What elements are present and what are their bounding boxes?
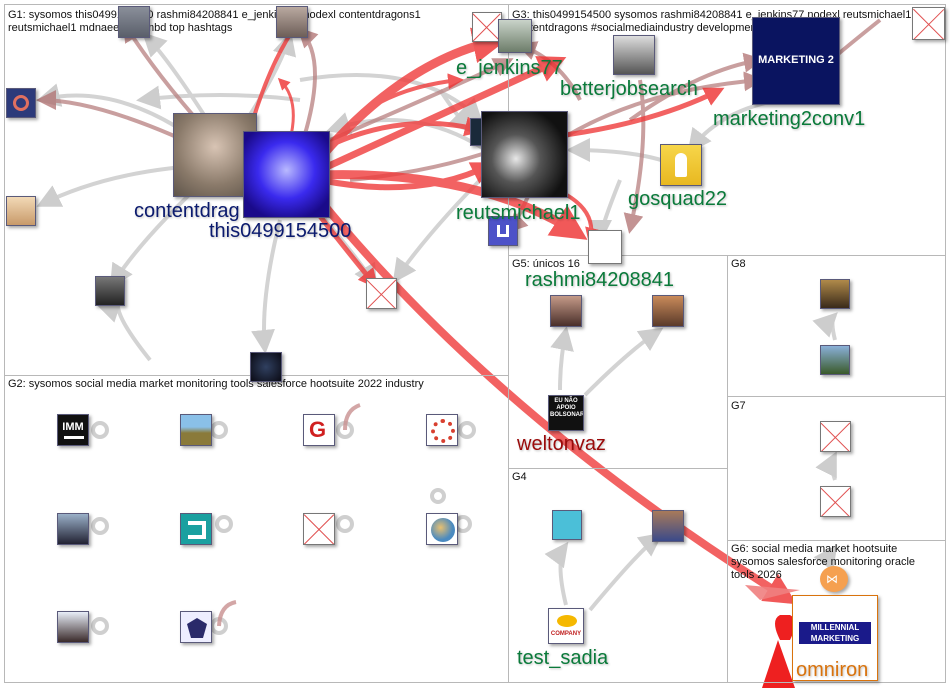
node-e-jenkins77[interactable] [498,19,532,53]
group-label-g2: G2: sysomos social media market monitori… [8,378,424,390]
group-label-g3: G3: this0499154500 sysomos rashmi8420884… [512,9,912,34]
dumbbell-icon [64,436,84,439]
group-label-g6: G6: social media market hootsuite sysomo… [731,543,916,581]
group-box-g6 [727,540,946,683]
group-label-g1: G1: sysomos this0499154500 rashmi8420884… [8,9,421,34]
node-red-g-logo[interactable]: G [303,414,335,446]
group-label-g4: G4 [512,471,527,483]
node-rashmi-thumb[interactable] [550,295,582,327]
gosquad-figure-icon [675,153,687,177]
node-this0499154500[interactable] [243,131,330,218]
node-gosquad22[interactable] [660,144,702,186]
label-rashmi84208841: rashmi84208841 [525,269,674,291]
bracket-logo-icon [497,225,509,237]
node-crest[interactable] [180,611,212,643]
group-label-g7: G7 [731,400,746,412]
globe-icon [431,518,455,542]
node-weltonvaz[interactable]: EU NÃO APOIO BOLSONARO [548,395,584,431]
node-omniron[interactable]: MILLENNIAL MARKETING [792,595,878,681]
label-marketing2conv1: marketing2conv1 [713,108,866,130]
label-this0499154500: this0499154500 [209,220,352,242]
node-g2-missing[interactable] [303,513,335,545]
crest-icon [187,618,207,638]
node-missing-image-2[interactable] [366,278,397,309]
gear-icon [431,419,455,443]
millennial-logo-text: MILLENNIAL MARKETING [799,622,871,644]
marketing2-logo-text: MARKETING 2 [758,54,834,66]
node-teal-thumb[interactable] [552,510,582,540]
label-weltonvaz: weltonvaz [517,433,606,455]
eu-nao-apoio-text: EU NÃO APOIO BOLSONARO [550,398,584,418]
node-top-left-thumb[interactable] [118,6,150,38]
node-g7-missing-1[interactable] [820,421,851,452]
node-missing-image-3[interactable] [912,7,945,40]
teal-logo-icon [188,521,206,539]
node-landscape[interactable] [180,414,212,446]
company-logo-text: COMPANY [550,631,582,637]
group-label-g5: G5: únicos 16 [512,258,580,270]
node-man-portrait[interactable] [57,611,89,643]
node-bearded-man[interactable] [652,295,684,327]
node-imm[interactable]: IMM [57,414,89,446]
node-blue-logo[interactable] [488,216,518,246]
label-omniron: omniron [796,659,869,681]
bowtie-icon: ⋈ [826,572,838,586]
node-woman-thumb[interactable] [6,196,36,226]
node-teal-logo[interactable] [180,513,212,545]
node-reutsmichael1[interactable] [481,111,568,198]
node-g8-thumb-1[interactable] [820,279,850,309]
node-g8-thumb-2[interactable] [820,345,850,375]
node-red-gear[interactable] [426,414,458,446]
label-betterjobsearch: betterjobsearch [560,78,698,100]
node-top-mid-thumb[interactable] [276,6,308,38]
imm-logo-text: IMM [62,421,84,433]
omniron-pointer [775,615,795,640]
node-marketing2conv1[interactable]: MARKETING 2 [752,17,840,105]
label-e-jenkins77: e_jenkins77 [456,57,563,79]
label-contentdragons: contentdrag [134,200,240,222]
circle-logo-icon [13,95,29,111]
node-circle-logo[interactable] [6,88,36,118]
node-bearded-man-2[interactable] [652,510,684,542]
label-test-sadia: test_sadia [517,647,609,669]
red-g-icon: G [309,417,327,442]
node-bw-woman[interactable] [95,276,125,306]
label-reutsmichael1: reutsmichael1 [456,202,581,224]
node-betterjobsearch[interactable] [613,35,655,75]
node-orange-icon[interactable]: ⋈ [820,566,848,592]
node-white-square[interactable] [588,230,622,264]
group-box-g8 [727,255,946,397]
node-dark-thumb[interactable] [250,352,282,382]
group-box-g7 [727,396,946,541]
node-test-sadia[interactable]: COMPANY [548,608,584,644]
node-man-suit[interactable] [57,513,89,545]
group-label-g8: G8 [731,258,746,270]
company-logo-icon [557,615,577,627]
node-g7-missing-2[interactable] [820,486,851,517]
label-gosquad22: gosquad22 [628,188,727,210]
node-globe[interactable] [426,513,458,545]
